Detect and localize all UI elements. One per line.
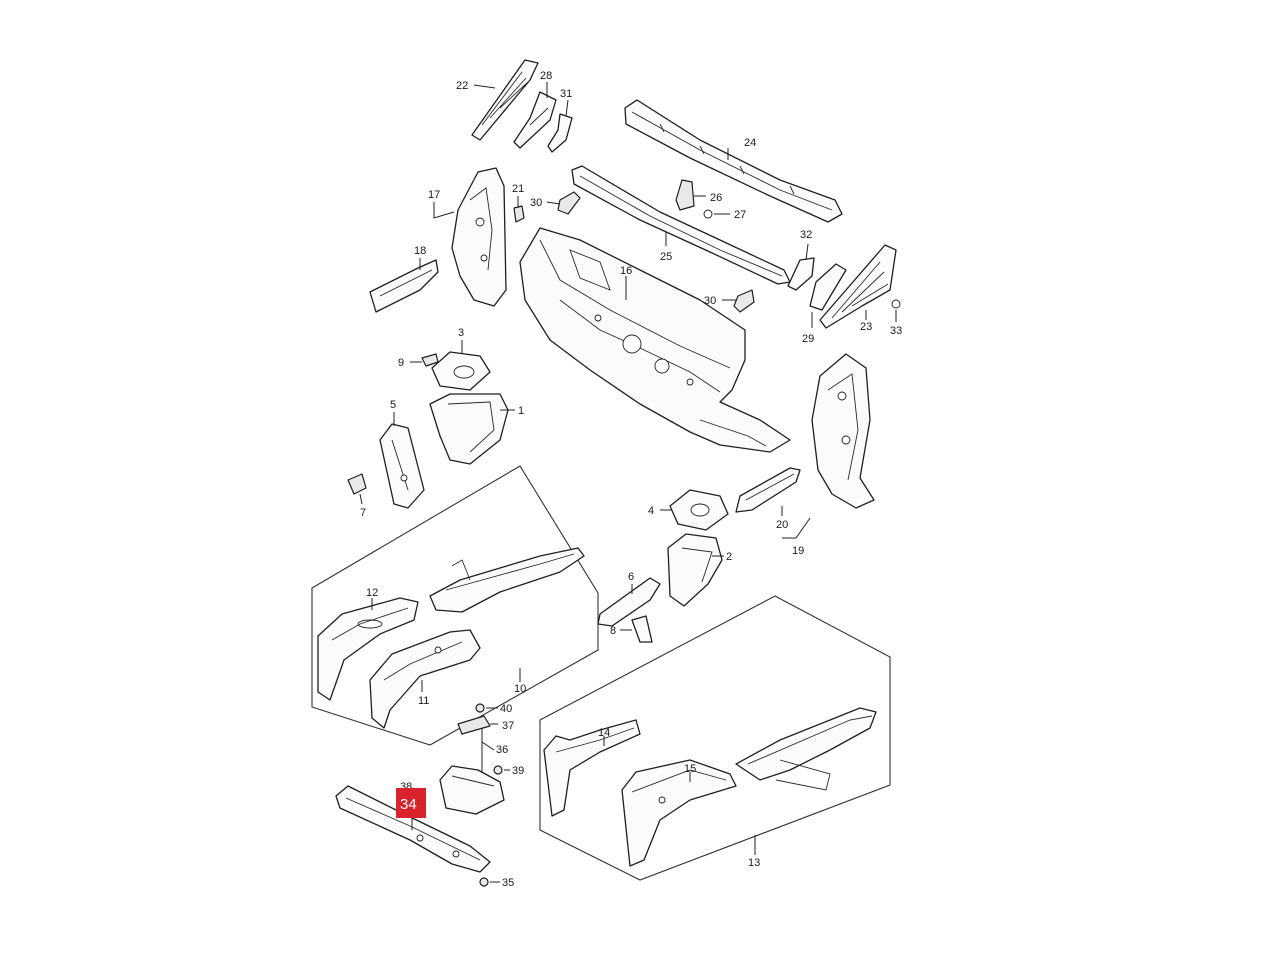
callout-32: 32 (800, 229, 812, 241)
callout-19: 19 (792, 545, 804, 557)
callout-36: 36 (496, 744, 508, 756)
callout-30a: 30 (530, 197, 542, 209)
callout-1: 1 (518, 405, 524, 417)
callout-25: 25 (660, 251, 672, 263)
callout-17: 17 (428, 189, 440, 201)
part-30-bracket-upper (546, 191, 581, 215)
group-box-13 (539, 595, 891, 881)
callout-22: 22 (456, 80, 468, 92)
callout-15: 15 (684, 763, 696, 775)
callout-5: 5 (390, 399, 396, 411)
part-16-dash-panel (519, 227, 791, 453)
part-6-apron-reinforcement-right (597, 577, 661, 627)
part-34-crossmember (335, 785, 491, 873)
part-39-bolt (493, 765, 510, 775)
part-14-side-member-right (543, 719, 641, 817)
part-5-apron-reinforcement (379, 412, 425, 509)
part-1-wheelhouse-inner (429, 393, 515, 465)
callout-23: 23 (860, 321, 872, 333)
callout-31: 31 (560, 88, 572, 100)
part-31-bracket (547, 99, 573, 153)
part-33-clip (891, 299, 901, 322)
part-22-pillar-gusset (471, 59, 539, 141)
callout-24: 24 (744, 137, 756, 149)
part-13-side-member-assembly-right (735, 707, 877, 791)
part-8-bracket (620, 615, 653, 643)
part-24-dash-upper-crossmember (624, 99, 843, 223)
callout-4: 4 (648, 505, 654, 517)
part-18-side-member (369, 258, 439, 313)
part-2-wheelhouse-inner-right (667, 533, 724, 607)
highlight-badge-label: 34 (400, 796, 417, 813)
callout-37: 37 (502, 720, 514, 732)
callout-16: 16 (620, 265, 632, 277)
part-7-bracket (347, 473, 367, 505)
part-38-mount-bracket (439, 765, 505, 815)
callout-40: 40 (500, 703, 512, 715)
callout-12: 12 (366, 587, 378, 599)
callout-27: 27 (734, 209, 746, 221)
part-40-nut (475, 703, 498, 713)
callout-8: 8 (610, 625, 616, 637)
callout-13: 13 (748, 857, 760, 869)
part-17-a-pillar-inner (433, 167, 507, 307)
highlighted-callout-34[interactable]: 34 (396, 788, 426, 830)
part-3-strut-tower-cap (431, 340, 491, 391)
part-29-bracket (809, 263, 847, 328)
part-32-bracket (787, 243, 815, 291)
callout-2: 2 (726, 551, 732, 563)
part-36-bolt (481, 722, 495, 772)
part-28-bracket (513, 82, 557, 149)
group-box-10 (311, 465, 599, 746)
callout-3: 3 (458, 327, 464, 339)
part-12-front-side-member (317, 597, 419, 701)
callout-26: 26 (710, 192, 722, 204)
callout-10: 10 (514, 683, 526, 695)
part-35-bolt (479, 877, 500, 887)
part-11-front-side-member (369, 629, 481, 729)
callout-20: 20 (776, 519, 788, 531)
callout-labels: 1 2 3 4 5 6 7 8 9 10 11 12 13 14 15 16 1… (360, 70, 902, 889)
callout-39: 39 (512, 765, 524, 777)
callout-28: 28 (540, 70, 552, 82)
callout-18: 18 (414, 245, 426, 257)
callout-21: 21 (512, 183, 524, 195)
callout-29: 29 (802, 333, 814, 345)
callout-9: 9 (398, 357, 404, 369)
part-26-bracket (675, 179, 706, 211)
part-15-side-member-right (621, 759, 737, 867)
callout-14: 14 (598, 727, 610, 739)
callout-7: 7 (360, 507, 366, 519)
callout-33: 33 (890, 325, 902, 337)
callout-6: 6 (628, 571, 634, 583)
callout-30b: 30 (704, 295, 716, 307)
part-23-pillar-gusset (819, 244, 897, 329)
part-37-plate (457, 715, 498, 735)
part-4-strut-tower-cap-right (660, 489, 729, 531)
part-20-side-member-right (735, 467, 801, 516)
part-19-a-pillar-inner-right (782, 353, 875, 539)
callout-11: 11 (418, 695, 429, 707)
part-30-bracket-lower (722, 289, 755, 313)
part-27-clip (703, 209, 730, 219)
part-9-bracket (410, 353, 439, 367)
highlight-badge (396, 788, 426, 818)
part-10-side-member-assembly (429, 547, 585, 613)
part-21-clip (513, 196, 525, 223)
callout-35: 35 (502, 877, 514, 889)
